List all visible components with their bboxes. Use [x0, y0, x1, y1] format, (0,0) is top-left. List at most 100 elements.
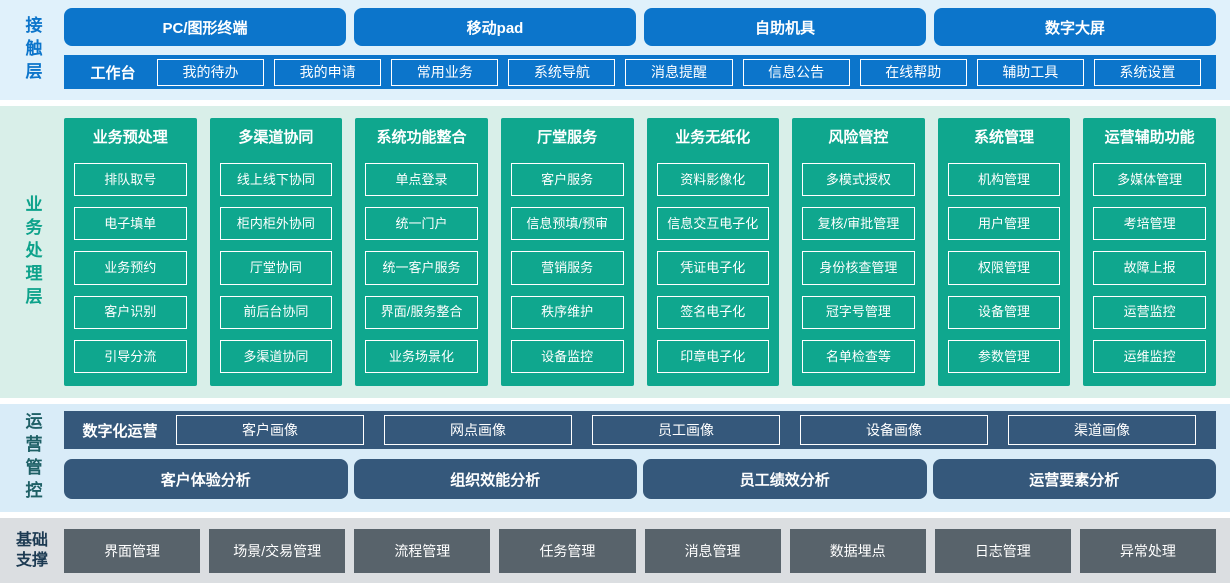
column-item[interactable]: 营销服务 — [510, 251, 624, 285]
analysis-employee-performance[interactable]: 员工绩效分析 — [643, 459, 927, 499]
business-columns: 业务预处理 排队取号 电子填单 业务预约 客户识别 引导分流 多渠道协同 线上线… — [64, 106, 1216, 398]
column-multichannel-collab: 多渠道协同 线上线下协同 柜内柜外协同 厅堂协同 前后台协同 多渠道协同 — [209, 118, 343, 386]
foundation-data-tracking[interactable]: 数据埋点 — [789, 528, 926, 573]
business-layer-content: 业务预处理 排队取号 电子填单 业务预约 客户识别 引导分流 多渠道协同 线上线… — [64, 106, 1230, 398]
portrait-employee[interactable]: 员工画像 — [592, 415, 780, 445]
foundation-layer-content: 界面管理 场景/交易管理 流程管理 任务管理 消息管理 数据埋点 日志管理 异常… — [64, 518, 1230, 583]
foundation-process-management[interactable]: 流程管理 — [354, 528, 491, 573]
column-item[interactable]: 秩序维护 — [510, 295, 624, 329]
workbench-item-todo[interactable]: 我的待办 — [157, 58, 265, 86]
column-item[interactable]: 厅堂协同 — [219, 251, 333, 285]
column-item[interactable]: 多渠道协同 — [219, 339, 333, 374]
analysis-customer-experience[interactable]: 客户体验分析 — [64, 459, 348, 499]
business-layer-label-wrap: 业务处理层 — [0, 106, 64, 398]
workbench-item-info-announcement[interactable]: 信息公告 — [742, 58, 850, 86]
column-item[interactable]: 身份核查管理 — [802, 251, 915, 285]
column-item[interactable]: 统一门户 — [365, 207, 478, 241]
portrait-channel[interactable]: 渠道画像 — [1008, 415, 1196, 445]
foundation-layer-label-wrap: 基础支撑 — [0, 518, 64, 583]
column-item[interactable]: 柜内柜外协同 — [219, 207, 333, 241]
analysis-operation-elements[interactable]: 运营要素分析 — [932, 459, 1216, 499]
column-title: 多渠道协同 — [238, 129, 314, 146]
column-item[interactable]: 运营监控 — [1093, 295, 1206, 329]
business-layer-band: 业务处理层 业务预处理 排队取号 电子填单 业务预约 客户识别 引导分流 多渠道… — [0, 106, 1230, 398]
column-item[interactable]: 业务场景化 — [365, 339, 478, 374]
foundation-layer-band: 基础支撑 界面管理 场景/交易管理 流程管理 任务管理 消息管理 数据埋点 日志… — [0, 518, 1230, 583]
digital-operation-label: 数字化运营 — [82, 422, 158, 440]
contact-layer-label-wrap: 接触层 — [0, 0, 64, 100]
operations-layer-content: 数字化运营 客户画像 网点画像 员工画像 设备画像 渠道画像 客户体验分析 组织… — [64, 404, 1230, 512]
column-item[interactable]: 设备监控 — [510, 339, 624, 374]
column-item[interactable]: 引导分流 — [74, 339, 187, 374]
column-item[interactable]: 权限管理 — [947, 251, 1061, 285]
analysis-organization-efficiency[interactable]: 组织效能分析 — [353, 459, 637, 499]
column-item[interactable]: 多媒体管理 — [1093, 163, 1206, 197]
workbench-item-my-applications[interactable]: 我的申请 — [274, 58, 382, 86]
workbench-item-system-nav[interactable]: 系统导航 — [508, 58, 616, 86]
foundation-message-management[interactable]: 消息管理 — [644, 528, 781, 573]
column-item[interactable]: 信息预填/预审 — [510, 207, 624, 241]
column-business-preprocessing: 业务预处理 排队取号 电子填单 业务预约 客户识别 引导分流 — [64, 118, 197, 386]
column-item[interactable]: 客户识别 — [74, 295, 187, 329]
operations-layer-label: 运营管控 — [22, 412, 42, 504]
column-item[interactable]: 单点登录 — [365, 163, 478, 197]
foundation-ui-management[interactable]: 界面管理 — [64, 528, 201, 573]
column-item[interactable]: 资料影像化 — [656, 163, 770, 197]
column-item[interactable]: 统一客户服务 — [365, 251, 478, 285]
foundation-layer-label: 基础支撑 — [15, 531, 48, 569]
column-item[interactable]: 设备管理 — [947, 295, 1061, 329]
foundation-exception-handling[interactable]: 异常处理 — [1079, 528, 1216, 573]
column-item[interactable]: 名单检查等 — [802, 339, 915, 374]
workbench-item-auxiliary-tools[interactable]: 辅助工具 — [976, 58, 1084, 86]
column-item[interactable]: 考培管理 — [1093, 207, 1206, 241]
portrait-customer[interactable]: 客户画像 — [176, 415, 364, 445]
workbench-item-online-help[interactable]: 在线帮助 — [859, 58, 967, 86]
operations-layer-label-wrap: 运营管控 — [0, 404, 64, 512]
foundation-log-management[interactable]: 日志管理 — [934, 528, 1071, 573]
terminal-digital-screen[interactable]: 数字大屏 — [934, 8, 1216, 46]
column-title: 系统功能整合 — [376, 129, 467, 146]
portrait-branch[interactable]: 网点画像 — [384, 415, 572, 445]
column-title: 厅堂服务 — [537, 129, 598, 146]
portrait-device[interactable]: 设备画像 — [800, 415, 988, 445]
column-item[interactable]: 签名电子化 — [656, 295, 770, 329]
column-item[interactable]: 电子填单 — [74, 207, 187, 241]
workbench-item-common-business[interactable]: 常用业务 — [391, 58, 499, 86]
workbench-bar: 工作台 我的待办 我的申请 常用业务 系统导航 消息提醒 信息公告 在线帮助 辅… — [64, 55, 1216, 89]
column-item[interactable]: 线上线下协同 — [219, 163, 333, 197]
workbench-item-message-reminder[interactable]: 消息提醒 — [625, 58, 733, 86]
contact-layer-label: 接触层 — [22, 15, 42, 85]
column-item[interactable]: 信息交互电子化 — [656, 207, 770, 241]
column-item[interactable]: 印章电子化 — [656, 339, 770, 374]
column-operation-auxiliary: 运营辅助功能 多媒体管理 考培管理 故障上报 运营监控 运维监控 — [1083, 118, 1216, 386]
foundation-scene-transaction-management[interactable]: 场景/交易管理 — [209, 528, 346, 573]
workbench-label: 工作台 — [90, 64, 136, 82]
column-item[interactable]: 界面/服务整合 — [365, 295, 478, 329]
column-system-integration: 系统功能整合 单点登录 统一门户 统一客户服务 界面/服务整合 业务场景化 — [355, 118, 488, 386]
column-item[interactable]: 运维监控 — [1093, 339, 1206, 374]
contact-layer-content: PC/图形终端 移动pad 自助机具 数字大屏 工作台 我的待办 我的申请 常用… — [64, 0, 1230, 100]
column-item[interactable]: 用户管理 — [947, 207, 1061, 241]
terminal-row: PC/图形终端 移动pad 自助机具 数字大屏 — [64, 8, 1216, 46]
column-item[interactable]: 业务预约 — [74, 251, 187, 285]
column-title: 业务预处理 — [92, 129, 168, 146]
column-paperless-business: 业务无纸化 资料影像化 信息交互电子化 凭证电子化 签名电子化 印章电子化 — [646, 118, 780, 386]
column-item[interactable]: 多模式授权 — [802, 163, 915, 197]
column-item[interactable]: 排队取号 — [74, 163, 187, 197]
column-item[interactable]: 前后台协同 — [219, 295, 333, 329]
column-item[interactable]: 参数管理 — [947, 339, 1061, 374]
column-item[interactable]: 冠字号管理 — [802, 295, 915, 329]
column-item[interactable]: 客户服务 — [510, 163, 624, 197]
column-item[interactable]: 复核/审批管理 — [802, 207, 915, 241]
column-item[interactable]: 故障上报 — [1093, 251, 1206, 285]
terminal-mobile-pad[interactable]: 移动pad — [354, 8, 636, 46]
column-item[interactable]: 凭证电子化 — [656, 251, 770, 285]
terminal-self-service[interactable]: 自助机具 — [644, 8, 926, 46]
contact-layer-band: 接触层 PC/图形终端 移动pad 自助机具 数字大屏 工作台 我的待办 我的申… — [0, 0, 1230, 100]
digital-operation-bar: 数字化运营 客户画像 网点画像 员工画像 设备画像 渠道画像 — [64, 411, 1216, 449]
column-item[interactable]: 机构管理 — [947, 163, 1061, 197]
foundation-task-management[interactable]: 任务管理 — [499, 528, 636, 573]
terminal-pc[interactable]: PC/图形终端 — [64, 8, 346, 46]
operations-layer-band: 运营管控 数字化运营 客户画像 网点画像 员工画像 设备画像 渠道画像 客户体验… — [0, 404, 1230, 512]
workbench-item-system-settings[interactable]: 系统设置 — [1093, 58, 1201, 86]
